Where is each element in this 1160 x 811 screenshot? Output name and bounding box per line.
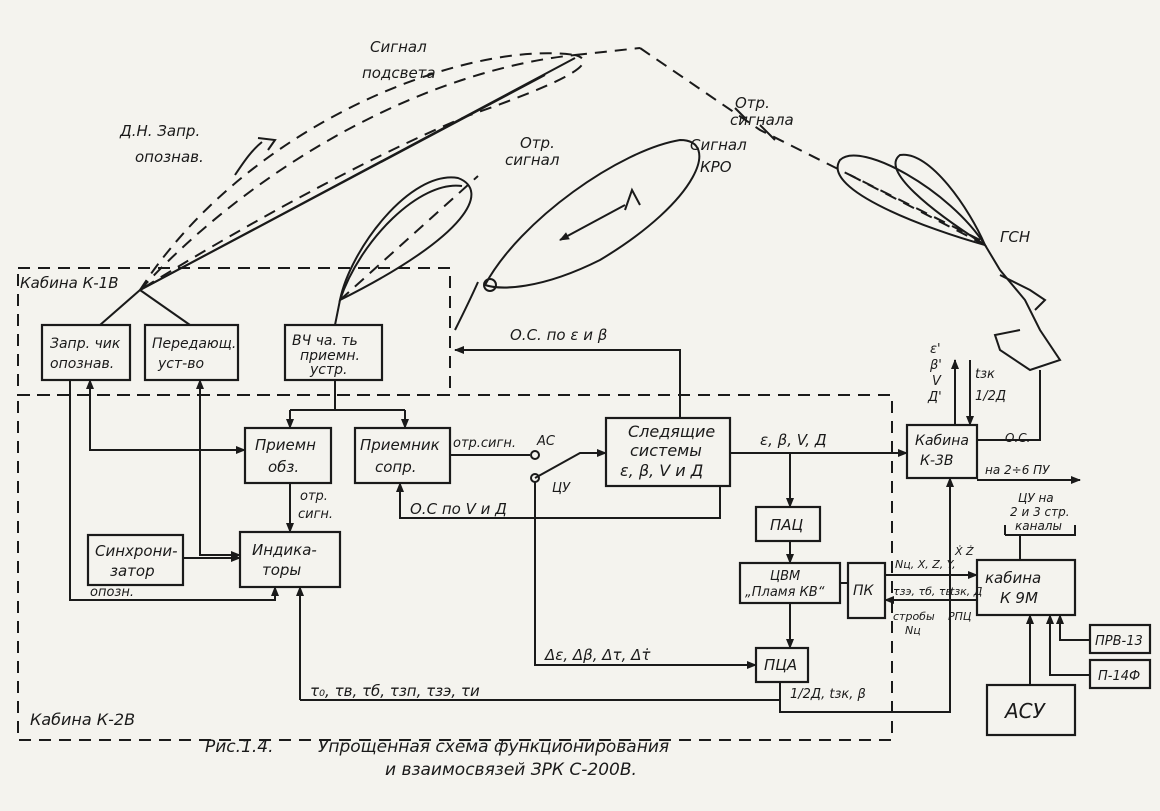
block-cvm-1: ЦВМ [770, 569, 800, 584]
block-k9m-2: К 9М [1000, 589, 1038, 607]
illumination-beam [139, 47, 641, 291]
label-kro-1: Сигнал [690, 136, 747, 154]
interrogator-pattern [139, 52, 576, 291]
block-cvm-2: „Пламя КВ“ [745, 585, 825, 600]
caption-line-2: и взаимосвязей ЗРК С-200В. [385, 760, 637, 780]
label-illum-2: подсвета [362, 64, 436, 82]
label-tau-right: τзэ, τб, τв [893, 585, 952, 598]
caption-fig: Рис.1.4. [205, 737, 274, 757]
label-strob-2: Nц [905, 624, 921, 637]
label-to-pu: на 2÷6 ПУ [985, 463, 1050, 477]
label-xz-dot: Ẋ Ż [954, 545, 974, 558]
block-zapr-1: Запр. чик [50, 336, 121, 352]
block-p14f: П-14Ф [1098, 669, 1140, 684]
label-cu-to-2: 2 и 3 стр. [1010, 505, 1070, 519]
label-d-prime: Д' [927, 390, 942, 405]
block-vch-1: ВЧ ча. ть [292, 333, 358, 349]
connection-lines [69, 289, 1090, 713]
label-os-e-b: О.С. по ε и β [510, 326, 608, 344]
block-priem-obz-1: Приемн [255, 436, 316, 454]
label-tzk-d: tзк, Д [950, 585, 983, 598]
block-sled-2: системы [630, 441, 702, 460]
cabin-k2v-outline [17, 394, 893, 741]
block-priem-sopr-1: Приемник [360, 436, 440, 454]
label-v-prime: V [932, 374, 942, 389]
label-t-zk: tзк [975, 367, 995, 382]
label-strob-1: стробы [893, 610, 935, 623]
label-os-v-d: О.С по V и Д [410, 500, 507, 518]
label-cu-to-1: ЦУ на [1018, 491, 1054, 505]
block-pca: ПЦА [764, 656, 797, 674]
label-refl-2: сигнал [505, 151, 560, 169]
label-gsn: ГСН [1000, 228, 1030, 246]
label-one-2d: 1/2Д [975, 389, 1006, 404]
label-refl-right-1: Отр. [735, 94, 770, 112]
block-priem-obz-2: обз. [268, 458, 299, 476]
block-pac: ПАЦ [770, 516, 804, 534]
block-indik-1: Индика- [252, 541, 317, 559]
block-sinhr-2: затор [110, 562, 155, 580]
label-cu-to-3: каналы [1015, 519, 1062, 533]
caption-line-1: Упрощенная схема функционирования [318, 737, 669, 757]
label-delta-row: Δε, Δβ, Δτ, Δτ̇ [544, 646, 651, 664]
block-priem-sopr-2: сопр. [375, 458, 417, 476]
label-tau-row: τ₀, τв, τб, τзп, τзэ, τи [310, 682, 480, 700]
kro-beam [454, 138, 701, 331]
label-dn-2: опознав. [135, 148, 204, 166]
block-k3v-2: К-3В [920, 453, 954, 469]
block-zapr-2: опознав. [50, 356, 114, 372]
block-sinhr-1: Синхрони- [95, 542, 178, 560]
block-pk: ПК [853, 583, 875, 599]
label-cabin-k2v: Кабина К-2В [30, 710, 135, 729]
block-asu: АСУ [1003, 699, 1047, 723]
label-refl-1: Отр. [520, 134, 555, 152]
label-dn-1: Д.Н. Запр. [119, 122, 200, 140]
transmitter-block [143, 323, 240, 382]
seeker-pattern [836, 153, 1062, 372]
label-rpts: РПЦ [948, 610, 972, 623]
block-vch-3: устр. [309, 362, 347, 378]
receiver-beam [338, 175, 479, 302]
label-opozn: опозн. [90, 585, 134, 600]
label-cabin-k1v: Кабина К-1В [20, 274, 119, 292]
block-k9m-1: кабина [985, 569, 1041, 587]
cabin-k1v-outline [17, 267, 451, 396]
label-e-prime: ε' [930, 342, 941, 357]
label-bottom-row: 1/2Д, tзк, β [790, 687, 866, 702]
label-illum-1: Сигнал [370, 38, 427, 56]
block-indik-2: торы [262, 561, 301, 579]
hf-receiver-block [283, 323, 384, 382]
block-k3v-1: Кабина [915, 433, 969, 449]
block-prv13: ПРВ-13 [1095, 634, 1143, 649]
pk-block [846, 561, 887, 620]
block-sled-3: ε, β, V и Д [620, 461, 703, 480]
label-otr-sign-2a: отр. [300, 489, 328, 504]
synchronizer-block [86, 533, 185, 587]
label-kro-2: КРО [700, 158, 732, 176]
block-vch-2: приемн. [300, 348, 360, 364]
label-ac: АС [536, 434, 556, 449]
label-e-b-v-d: ε, β, V, Д [760, 431, 827, 449]
label-otr-sign: отр.сигн. [453, 436, 516, 451]
label-cu: ЦУ [552, 481, 571, 496]
block-sled-1: Следящие [628, 422, 715, 441]
label-b-prime: β' [929, 358, 942, 373]
label-nu-xyz: Nц, X, Z, Y, [895, 558, 956, 571]
label-oc-right: О.С. [1005, 431, 1030, 445]
block-pered-1: Передающ. [152, 336, 236, 352]
label-otr-sign-2b: сигн. [298, 507, 333, 522]
block-pered-2: уст-во [157, 356, 204, 372]
label-refl-right-2: сигнала [730, 111, 794, 129]
